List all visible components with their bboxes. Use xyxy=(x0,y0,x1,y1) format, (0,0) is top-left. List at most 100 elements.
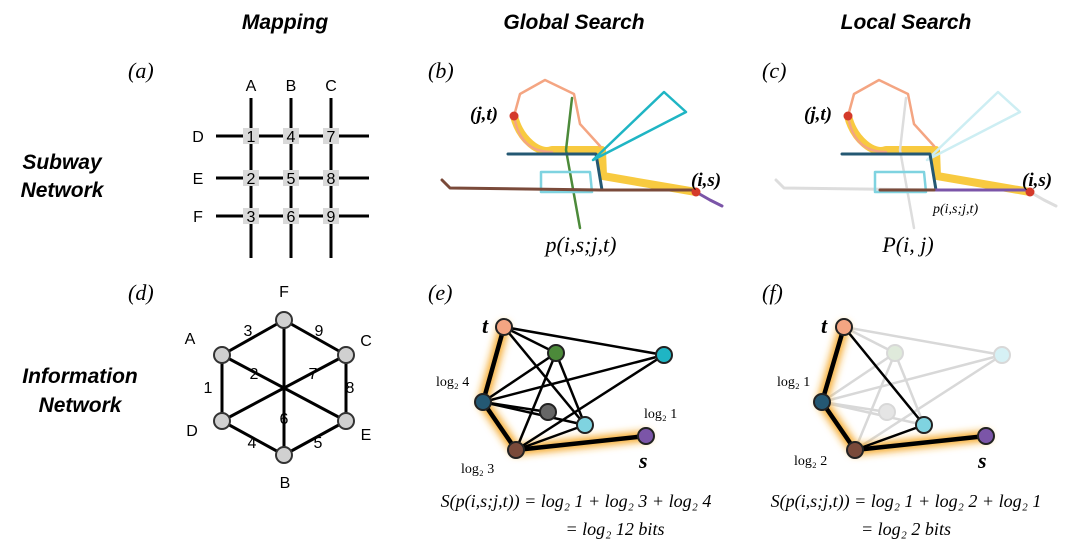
grid-row-label-d: D xyxy=(192,129,204,146)
subway-line-lightblue-local xyxy=(873,170,928,194)
info-f-s-label: s xyxy=(977,448,987,473)
faded-edges xyxy=(821,325,1003,452)
subway-c-caption: P(i, j) xyxy=(881,232,933,257)
hex-edge-label-7: 7 xyxy=(309,366,318,383)
panel-label-f: (f) xyxy=(762,280,783,305)
subway-b-start-label: (j,t) xyxy=(470,104,498,125)
hex-node-a xyxy=(213,346,231,364)
node-brown-local xyxy=(846,441,864,459)
panel-label-b: (b) xyxy=(428,58,454,83)
hex-edge-5 xyxy=(283,419,347,457)
hexagon-network xyxy=(220,318,348,457)
info-f-label-log2: log₂ 2 xyxy=(794,454,827,469)
grid-cell-5: 5 xyxy=(287,171,296,188)
hex-edge-label-4: 4 xyxy=(248,435,257,452)
info-e-label-log1: log₂ 1 xyxy=(644,407,677,422)
info-e-label-log4: log₂ 4 xyxy=(436,375,469,390)
grid-cell-2: 2 xyxy=(247,171,256,188)
panel-label-e: (e) xyxy=(428,280,452,305)
info-e-formula: S(p(i,s;j,t)) = log₂ 1 + log₂ 3 + log₂ 4 xyxy=(441,491,712,512)
column-title-global-search: Global Search xyxy=(503,11,644,34)
column-title-mapping: Mapping xyxy=(242,11,328,34)
network-edges xyxy=(482,325,665,452)
grid-cell-6: 6 xyxy=(287,209,296,226)
subway-line-teal xyxy=(591,90,688,162)
grid-row-label-e: E xyxy=(193,171,204,188)
hexagon-labels: F A C D E B 3 9 1 8 4 5 2 7 6 xyxy=(185,284,372,492)
hex-node-e xyxy=(337,412,355,430)
subway-line-lightblue xyxy=(539,170,594,194)
subway-c-path-label: p(i,s;j,t) xyxy=(932,202,978,217)
panel-label-c: (c) xyxy=(762,58,786,83)
subway-line-purple xyxy=(694,190,724,208)
node-s xyxy=(637,427,655,445)
hex-label-b: B xyxy=(280,475,291,492)
hex-label-c: C xyxy=(360,333,372,350)
grid-intersections xyxy=(243,128,339,224)
faded-line-purple xyxy=(1028,190,1058,208)
hex-edge-label-2: 2 xyxy=(250,366,259,383)
row-title-information-1: Information xyxy=(22,365,138,388)
subway-line-orange-b xyxy=(512,114,554,154)
hex-label-e: E xyxy=(361,427,372,444)
grid-cell-9: 9 xyxy=(327,209,336,226)
subway-line-orange-local xyxy=(846,78,936,148)
info-network-local xyxy=(813,318,1011,459)
column-title-local-search: Local Search xyxy=(841,11,972,34)
faded-line-teal xyxy=(925,90,1022,162)
subway-c-end-label: (i,s) xyxy=(1022,170,1052,191)
grid-col-label-a: A xyxy=(246,78,257,95)
hex-label-a: A xyxy=(185,331,196,348)
local-edges xyxy=(843,326,925,452)
grid-labels: A B C D E F 1 4 7 2 5 8 3 6 9 xyxy=(192,78,337,226)
node-lightblue-local xyxy=(915,416,933,434)
subway-line-green xyxy=(564,96,582,230)
hex-edge-label-1: 1 xyxy=(204,380,213,397)
subway-line-orange-local-b xyxy=(846,114,888,154)
node-gray-faded xyxy=(878,403,896,421)
grid-cell-3: 3 xyxy=(247,209,256,226)
subway-line-orange xyxy=(512,78,602,148)
node-darkblue-local xyxy=(813,393,831,411)
info-e-label-log3: log₂ 3 xyxy=(461,462,494,477)
node-lightblue xyxy=(576,416,594,434)
hex-node-f xyxy=(275,311,293,329)
subway-line-darkblue xyxy=(506,152,604,192)
hex-node-c xyxy=(337,346,355,364)
node-t-local xyxy=(835,318,853,336)
hex-edge-label-5: 5 xyxy=(314,435,323,452)
grid-row-label-f: F xyxy=(193,209,203,226)
hex-label-d: D xyxy=(186,423,198,440)
hexagon-nodes xyxy=(213,311,355,464)
node-green xyxy=(547,344,565,362)
subway-line-darkblue-local xyxy=(840,152,938,192)
hex-edge-9 xyxy=(283,318,347,357)
node-t xyxy=(495,318,513,336)
row-title-information-2: Network xyxy=(39,394,123,417)
hex-edge-3 xyxy=(221,318,285,357)
grid-col-label-b: B xyxy=(286,78,297,95)
start-station-dot-local xyxy=(843,111,853,121)
node-teal-faded xyxy=(993,346,1011,364)
hex-edge-label-6: 6 xyxy=(280,411,289,428)
highlighted-path-local xyxy=(819,324,989,453)
panel-label-a: (a) xyxy=(128,58,154,83)
faded-line-green xyxy=(898,96,916,230)
row-title-subway-1: Subway xyxy=(22,151,103,174)
hex-edge-4 xyxy=(221,419,285,457)
info-e-t-label: t xyxy=(482,313,489,338)
info-e-result: = log₂ 12 bits xyxy=(566,519,665,539)
grid-cell-8: 8 xyxy=(327,171,336,188)
grid-cell-7: 7 xyxy=(327,129,336,146)
subway-line-brown xyxy=(440,178,698,192)
start-station-dot xyxy=(509,111,519,121)
highlighted-path xyxy=(480,324,649,453)
node-gray xyxy=(539,403,557,421)
info-e-s-label: s xyxy=(638,448,648,473)
grid-cell-1: 1 xyxy=(247,129,256,146)
info-f-formula: S(p(i,s;j,t)) = log₂ 1 + log₂ 2 + log₂ 1 xyxy=(771,491,1042,512)
network-nodes xyxy=(474,318,673,459)
grid-cell-4: 4 xyxy=(287,129,296,146)
node-s-local xyxy=(977,427,995,445)
